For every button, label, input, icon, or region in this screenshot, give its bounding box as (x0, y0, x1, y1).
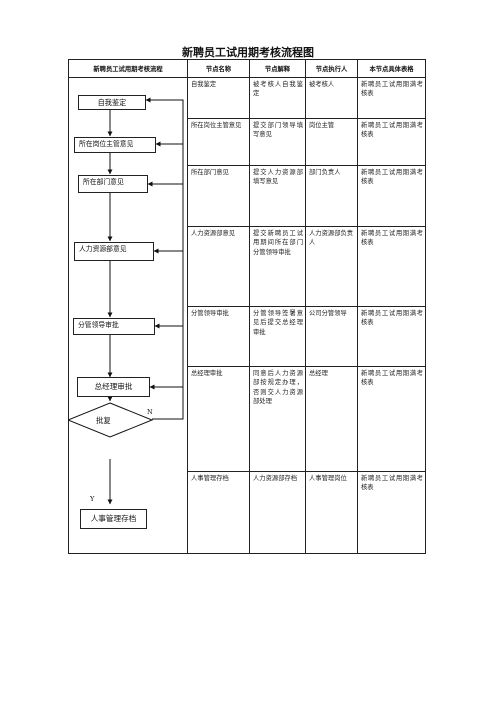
flow-node-department: 所在部门意见 (78, 175, 148, 193)
cell-node-explain: 分管领导签署意见后提交总经理审批 (249, 306, 306, 367)
header-row: 新聘员工试用期考核流程 节点名称 节点解释 节点执行人 本节点具体表格 (68, 59, 426, 78)
cell-executor: 岗位主管 (305, 118, 358, 166)
header-form: 本节点具体表格 (357, 59, 426, 78)
flow-node-archive: 人事管理存档 (80, 509, 147, 529)
table-row: 分管领导审批 分管领导签署意见后提交总经理审批 公司分管领导 新聘员工试用期满考… (69, 306, 426, 367)
cell-executor: 总经理 (305, 366, 358, 472)
cell-form: 新聘员工试用期满考核表 (357, 306, 426, 367)
flow-node-reply: 批复 (96, 416, 111, 425)
process-table: 新聘员工试用期考核流程 节点名称 节点解释 节点执行人 本节点具体表格 自我鉴定… (68, 59, 426, 554)
cell-node-explain: 提交人力资源部填写意见 (249, 165, 306, 227)
cell-node-explain: 提交新聘员工试用期间所在部门分管领导审批 (249, 226, 306, 307)
cell-executor: 部门负责人 (305, 165, 358, 227)
cell-executor: 人力资源部负责人 (305, 226, 358, 307)
flow-node-self-appraisal: 自我鉴定 (78, 95, 146, 110)
cell-node-name: 人事管理存档 (187, 471, 250, 554)
table-row: 人力资源部意见 提交新聘员工试用期间所在部门分管领导审批 人力资源部负责人 新聘… (69, 226, 426, 307)
cell-form: 新聘员工试用期满考核表 (357, 226, 426, 307)
flow-node-leader-approval: 分管领导审批 (73, 318, 155, 335)
header-flow: 新聘员工试用期考核流程 (68, 59, 188, 78)
table-row: 所在部门意见 提交人力资源部填写意见 部门负责人 新聘员工试用期满考核表 (69, 165, 426, 227)
cell-node-name: 人力资源部意见 (187, 226, 250, 307)
page-title: 新聘员工试用期考核流程图 (182, 46, 314, 59)
cell-node-explain: 人力资源部存档 (249, 471, 306, 554)
cell-node-explain: 被考核人自我鉴定 (249, 77, 306, 119)
cell-form: 新聘员工试用期满考核表 (357, 118, 426, 166)
cell-executor: 公司分管领导 (305, 306, 358, 367)
cell-form: 新聘员工试用期满考核表 (357, 366, 426, 472)
table-row: 总经理审批 同意后人力资源部按规定办理，否则交人力资源部处理 总经理 新聘员工试… (69, 366, 426, 472)
cell-executor: 被考核人 (305, 77, 358, 119)
header-executor: 节点执行人 (305, 59, 358, 78)
table-row: 人事管理存档 人力资源部存档 人事管理岗位 新聘员工试用期满考核表 (69, 471, 426, 554)
cell-node-name: 所在部门意见 (187, 165, 250, 227)
cell-node-name: 自我鉴定 (187, 77, 250, 119)
cell-form: 新聘员工试用期满考核表 (357, 471, 426, 554)
flow-node-hr-department: 人力资源部意见 (74, 242, 154, 261)
cell-form: 新聘员工试用期满考核表 (357, 165, 426, 227)
cell-executor: 人事管理岗位 (305, 471, 358, 554)
cell-node-name: 总经理审批 (187, 366, 250, 472)
header-node-name: 节点名称 (187, 59, 250, 78)
header-node-explain: 节点解释 (249, 59, 306, 78)
flow-node-post-supervisor: 所在岗位主管意见 (74, 137, 156, 153)
cell-node-name: 分管领导审批 (187, 306, 250, 367)
flow-node-gm-approval: 总经理审批 (77, 377, 150, 397)
cell-node-name: 所在岗位主管意见 (187, 118, 250, 166)
cell-form: 新聘员工试用期满考核表 (357, 77, 426, 119)
cell-node-explain: 同意后人力资源部按规定办理，否则交人力资源部处理 (249, 366, 306, 472)
cell-node-explain: 提交部门领导填写意见 (249, 118, 306, 166)
